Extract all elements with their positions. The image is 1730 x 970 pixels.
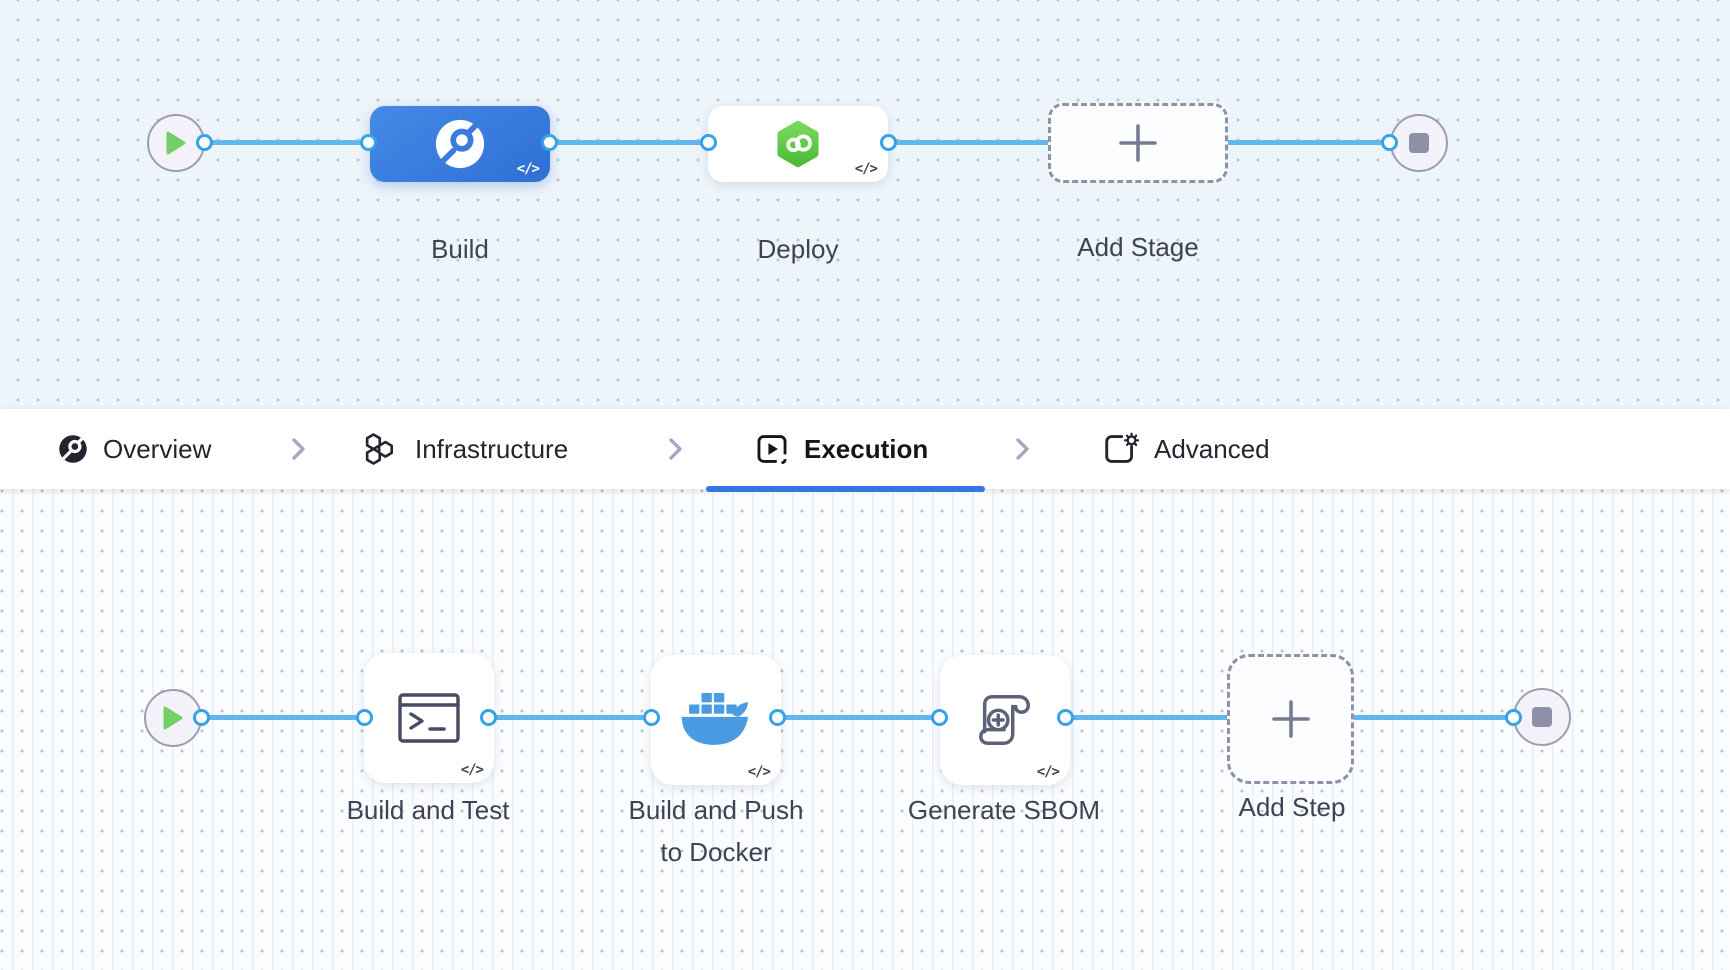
connector-port[interactable] [1057,709,1074,726]
step-label: Generate SBOM [907,795,1101,825]
stage-node-deploy[interactable]: </> [708,106,888,182]
connector-port[interactable] [643,709,660,726]
step-label: Add Step [1238,792,1346,822]
yaml-code-badge: </> [747,764,771,780]
sbom-step-icon [979,695,1030,745]
step-label: Build and Test [346,795,510,825]
stage-node-build[interactable]: </> [370,106,550,182]
stage-label: Build [431,234,489,264]
pipeline-end-node [1390,114,1448,172]
connector-port[interactable] [769,709,786,726]
connector-port[interactable] [193,709,210,726]
connector-port[interactable] [541,134,558,151]
tab-label: Execution [804,433,929,464]
tab-label: Infrastructure [415,433,569,464]
run-step-icon [398,693,460,743]
step-node-build-and-push-to-docker[interactable]: </> [651,655,781,785]
yaml-code-badge: </> [460,762,484,778]
tab-overview[interactable]: Overview [58,409,211,489]
execution-steps-canvas[interactable]: </> </> [0,489,1730,970]
tab-label: Advanced [1154,433,1270,464]
stage-config-tab-bar: Overview Infrastructure [0,409,1730,492]
stage-label: Add Stage [1077,232,1199,262]
connector-port[interactable] [931,709,948,726]
play-icon [163,706,183,730]
step-label: Build and Push to Docker [628,795,804,867]
chevron-right-icon [669,438,682,460]
connector-port[interactable] [700,134,717,151]
connector-port[interactable] [1381,134,1398,151]
docker-step-icon [681,693,749,745]
active-tab-indicator [706,486,985,492]
tab-infrastructure[interactable]: Infrastructure [362,409,568,489]
add-stage-button[interactable] [1048,103,1228,183]
steps-end-node [1513,688,1571,746]
execution-icon [757,435,787,465]
connector-port[interactable] [356,709,373,726]
connector-port[interactable] [196,134,213,151]
stop-icon [1409,133,1429,153]
connector-line [202,715,364,720]
yaml-code-badge: </> [854,161,878,177]
connector-port[interactable] [880,134,897,151]
connector-port[interactable] [360,134,377,151]
stage-label: Deploy [757,234,839,264]
connector-line [550,140,708,145]
pipeline-start-node [147,114,205,172]
yaml-code-badge: </> [516,161,540,177]
connector-line [778,715,940,720]
plus-icon [1119,124,1157,162]
tab-execution[interactable]: Execution [755,409,928,489]
advanced-icon [1105,432,1139,463]
step-node-generate-sbom[interactable]: </> [940,655,1070,785]
step-node-build-and-test[interactable]: </> [364,653,494,783]
chevron-right-icon [292,438,305,460]
connector-line [489,715,652,720]
add-step-button[interactable] [1227,654,1354,784]
tab-advanced[interactable]: Advanced [1103,409,1270,489]
overview-icon [59,435,87,463]
connector-port[interactable] [1505,709,1522,726]
yaml-code-badge: </> [1036,764,1060,780]
cd-stage-icon [777,120,819,168]
connector-line [205,140,368,145]
connector-port[interactable] [480,709,497,726]
chevron-right-icon [1016,438,1029,460]
tab-label: Overview [103,433,212,464]
play-icon [166,131,186,155]
plus-icon [1271,700,1310,738]
stop-icon [1532,707,1552,727]
stage-pipeline-canvas[interactable]: </> </> [0,0,1730,409]
ci-stage-icon [435,118,485,169]
steps-start-node [144,689,202,747]
infrastructure-icon [365,433,394,465]
